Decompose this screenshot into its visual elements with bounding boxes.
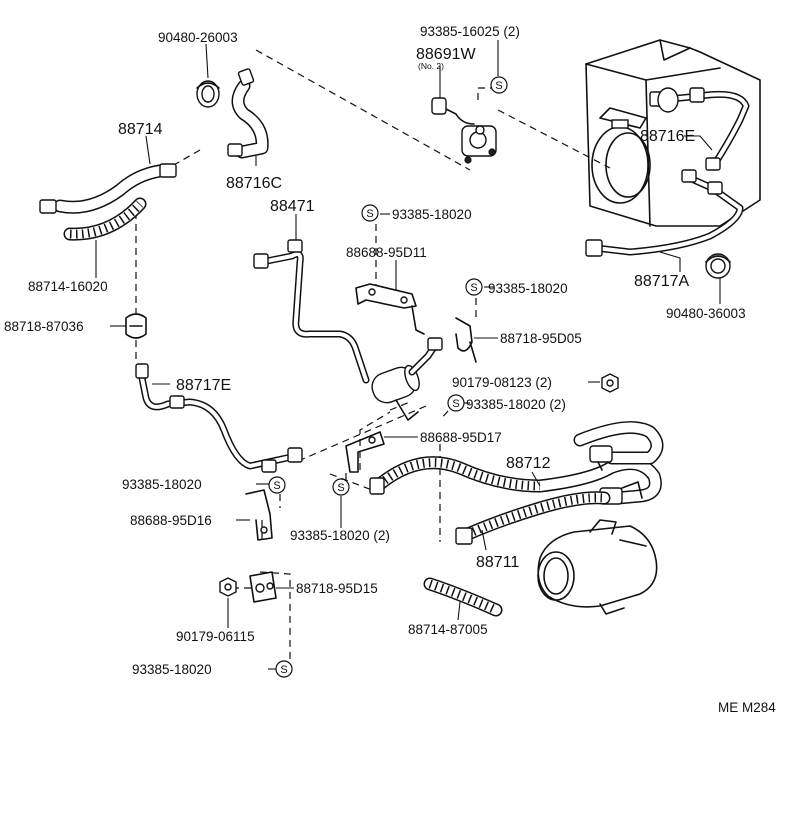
label-90179-08123: 90179-08123 (2) [452,375,552,390]
label-88714-87005: 88714-87005 [408,622,488,637]
bracket-88688-95d17 [345,431,385,473]
label-88471: 88471 [270,198,315,215]
label-93385-18020-f: 93385-18020 [132,662,212,677]
label-88711: 88711 [476,554,519,571]
label-88717a: 88717A [634,273,689,290]
label-93385-18020-b: 93385-18020 [488,281,568,296]
label-88688-95d17: 88688-95D17 [420,430,502,445]
s-symbol: S [268,476,286,494]
label-93385-18020-a: 93385-18020 [392,207,472,222]
label-88716e: 88716E [640,128,695,145]
label-88691w: 88691W [416,46,476,63]
diagram-code: ME M284 [718,700,776,715]
s-symbol: S [447,394,465,412]
s-symbol: S [332,478,350,496]
s-symbol: S [361,204,379,222]
label-93385-18020-d: 93385-18020 [122,477,202,492]
svg-text:S: S [337,482,344,494]
s-symbol: S [490,76,508,94]
hose-88716c [227,68,269,159]
label-90179-06115: 90179-06115 [176,629,255,644]
hose-88714-87005 [423,577,503,617]
compressor [537,519,658,615]
label-90480-36003: 90480-36003 [666,306,746,321]
svg-text:S: S [495,80,502,92]
clamp-88718-87036 [125,313,147,339]
pipe-88471 [253,239,370,384]
hose-88714 [39,163,177,214]
label-leaders [95,40,721,670]
label-93385-16025: 93385-16025 (2) [420,24,520,39]
valve-assembly-88691w [431,97,497,164]
label-88718-87036: 88718-87036 [4,319,84,334]
label-88691w-note: (No. 2) [418,61,444,71]
pipe-88716e [649,87,750,171]
hose-88711 [455,491,611,545]
pipe-88717a [585,169,744,257]
svg-text:S: S [470,282,477,294]
receiver-drier [371,337,443,421]
label-88714: 88714 [118,121,163,138]
label-93385-18020-c: 93385-18020 (2) [466,397,566,412]
label-88718-95d05: 88718-95D05 [500,331,582,346]
svg-text:S: S [280,664,287,676]
label-90480-26003: 90480-26003 [158,30,238,45]
label-88688-95d11: 88688-95D11 [346,245,427,260]
cooling-unit [585,39,761,227]
label-88717e: 88717E [176,377,231,394]
nut-90179-08123 [601,373,619,393]
label-88718-95d15: 88718-95D15 [296,581,378,596]
grommet-90480-36003 [705,253,731,279]
grommet-90480-26003 [196,80,220,108]
svg-text:S: S [273,480,280,492]
svg-text:S: S [452,398,459,410]
svg-text:S: S [366,208,373,220]
clamp-88718-95d05 [455,317,477,363]
label-93385-18020-e: 93385-18020 (2) [290,528,390,543]
nut-90179-06115 [219,577,237,597]
hose-88714-16020 [63,197,147,241]
s-symbol: S [275,660,293,678]
clamp-88718-95d15 [249,571,277,603]
bracket-88688-95d11 [355,283,425,335]
part-labels: 90480-26003 93385-16025 (2) 88691W (No. … [4,24,776,715]
s-symbol: S [465,278,483,296]
label-88688-95d16: 88688-95D16 [130,513,212,528]
label-88714-16020: 88714-16020 [28,279,108,294]
bracket-88688-95d16 [245,489,273,541]
s-symbols: S S S S S S S [268,76,508,678]
label-88712: 88712 [506,455,551,472]
hose-88712-loop [573,421,664,471]
label-88716c: 88716C [226,175,282,192]
pipe-88717e [135,363,303,473]
